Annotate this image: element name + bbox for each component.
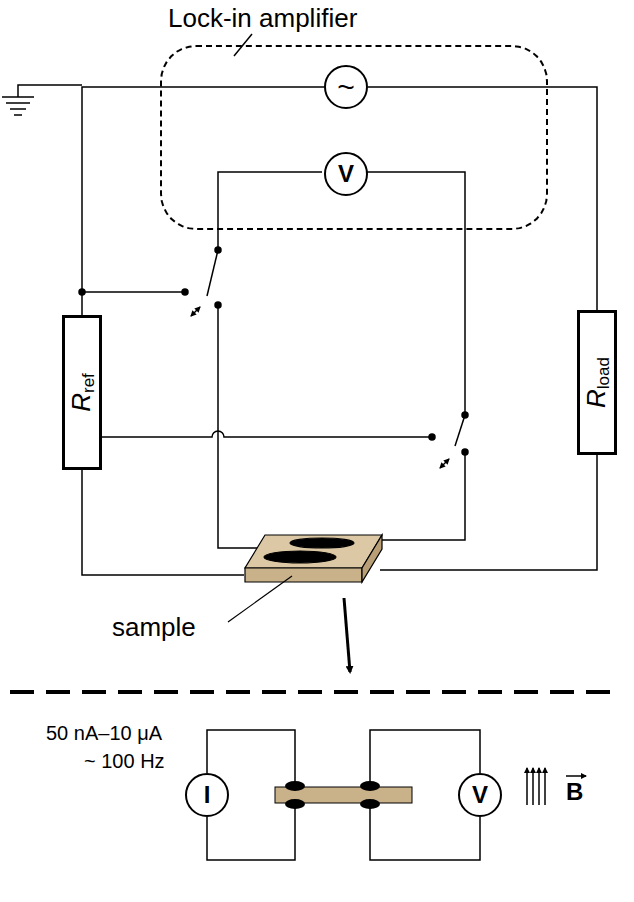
lockin-amplifier-box: Lock-in amplifier~V — [160, 45, 548, 230]
voltmeter-circle: V — [458, 773, 502, 817]
wire — [368, 87, 597, 310]
part-name: sample — [112, 612, 196, 643]
resistor-label: Rref — [66, 373, 99, 412]
resistor-letter: R — [581, 389, 611, 408]
resistor-subscript: load — [594, 357, 613, 389]
resistor-subscript: ref — [79, 373, 98, 393]
circle-symbol: I — [204, 781, 211, 809]
circle-symbol: ~ — [337, 70, 355, 104]
resistor-label: Rload — [581, 357, 614, 408]
frequency-note: ~ 100 Hz — [84, 750, 165, 773]
resistor-letter: R — [66, 393, 96, 412]
circle-symbol: V — [472, 781, 488, 809]
current-source-circle: I — [185, 773, 229, 817]
ac-source-circle: ~ — [324, 65, 368, 109]
wire — [82, 87, 324, 315]
circle-symbol: V — [338, 160, 354, 188]
box-title: Lock-in amplifier — [168, 3, 357, 34]
resistor-symbol: Rload — [577, 310, 617, 455]
current-range: 50 nA–10 μA — [46, 722, 162, 745]
field-symbol: B — [566, 778, 583, 806]
resistor-symbol: Rref — [62, 315, 102, 470]
voltmeter-circle: V — [324, 152, 368, 196]
